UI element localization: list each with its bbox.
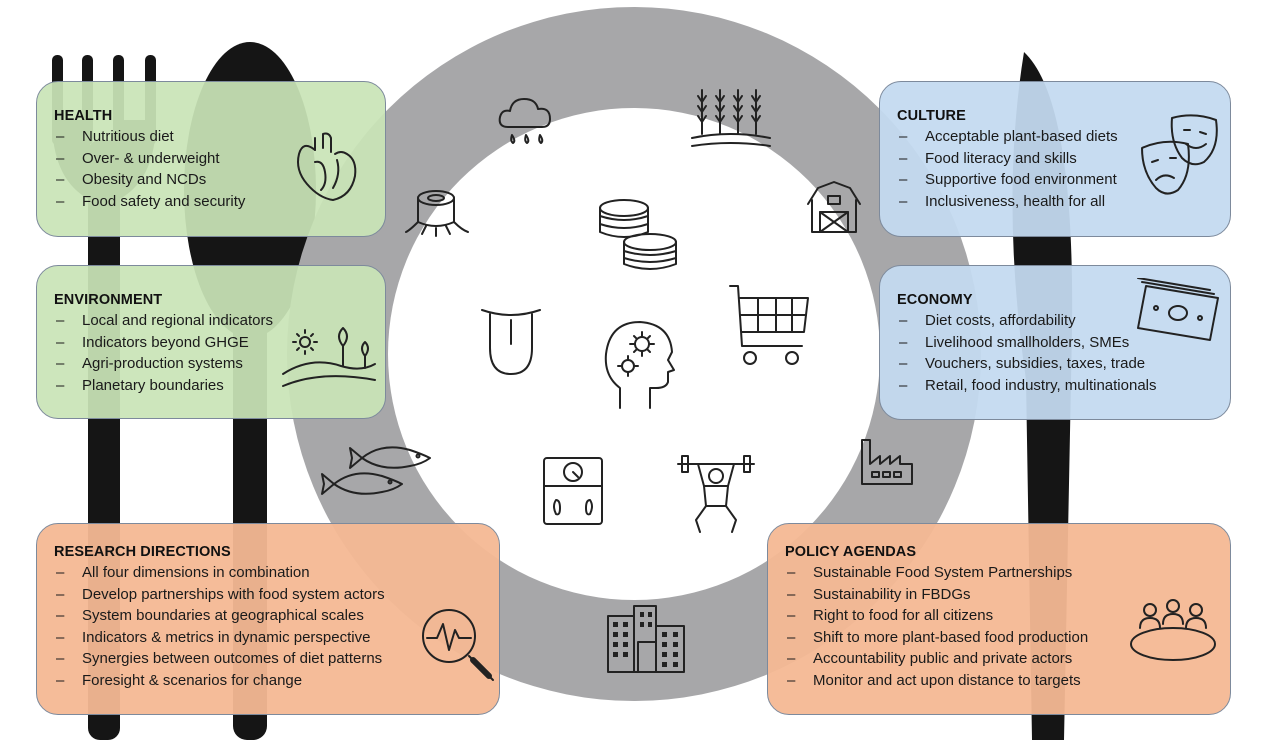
list-item: Accountability public and private actors [785, 648, 1212, 670]
list-item: Agri-production systems [54, 353, 367, 375]
list-item: Develop partnerships with food system ac… [54, 584, 481, 606]
policy-agendas-panel: POLICY AGENDAS Sustainable Food System P… [767, 523, 1231, 715]
research-directions-panel: RESEARCH DIRECTIONS All four dimensions … [36, 523, 500, 715]
list-item: Sustainable Food System Partnerships [785, 562, 1212, 584]
culture-panel: CULTURE Acceptable plant-based diets Foo… [879, 81, 1231, 237]
environment-list: Local and regional indicators Indicators… [54, 310, 367, 396]
tongue-icon [481, 309, 541, 375]
list-item: Inclusiveness, health for all [897, 191, 1212, 213]
list-item: Livelihood smallholders, SMEs [897, 332, 1212, 354]
magnifier-chart-icon [422, 609, 494, 681]
list-item: Planetary boundaries [54, 375, 367, 397]
list-item: Food safety and security [54, 191, 367, 213]
environment-title: ENVIRONMENT [54, 292, 163, 308]
scale-icon [543, 457, 603, 525]
weightlifter-icon [677, 455, 755, 533]
banknotes-icon [1137, 278, 1219, 341]
list-item: Indicators beyond GHGE [54, 332, 367, 354]
barn-icon [807, 181, 861, 233]
list-item: Over- & underweight [54, 148, 367, 170]
policy-list: Sustainable Food System Partnerships Sus… [785, 562, 1212, 691]
landscape-icon [282, 327, 376, 387]
head-gears-icon [604, 321, 675, 409]
theater-masks-icon [1141, 114, 1218, 195]
list-item: Synergies between outcomes of diet patte… [54, 648, 481, 670]
research-title: RESEARCH DIRECTIONS [54, 544, 231, 560]
rain-cloud-icon [498, 98, 551, 144]
list-item: Obesity and NCDs [54, 169, 367, 191]
city-buildings-icon [607, 605, 685, 673]
list-item: Retail, food industry, multinationals [897, 375, 1212, 397]
list-item: Monitor and act upon distance to targets [785, 670, 1212, 692]
list-item: Right to food for all citizens [785, 605, 1212, 627]
list-item: System boundaries at geographical scales [54, 605, 481, 627]
environment-panel: ENVIRONMENT Local and regional indicator… [36, 265, 386, 419]
list-item: All four dimensions in combination [54, 562, 481, 584]
health-panel: HEALTH Nutritious diet Over- & underweig… [36, 81, 386, 237]
list-item: Nutritious diet [54, 126, 367, 148]
meeting-table-icon [1130, 599, 1216, 661]
list-item: Local and regional indicators [54, 310, 367, 332]
list-item: Supportive food environment [897, 169, 1212, 191]
research-list: All four dimensions in combination Devel… [54, 562, 481, 691]
list-item: Sustainability in FBDGs [785, 584, 1212, 606]
list-item: Vouchers, subsidies, taxes, trade [897, 353, 1212, 375]
inner-circle [388, 108, 880, 600]
list-item: Food literacy and skills [897, 148, 1212, 170]
economy-list: Diet costs, affordability Livelihood sma… [897, 310, 1212, 396]
factory-icon [861, 439, 913, 485]
shopping-cart-icon [729, 285, 809, 365]
fish-icon [321, 446, 431, 495]
policy-title: POLICY AGENDAS [785, 544, 917, 560]
economy-title: ECONOMY [897, 292, 973, 308]
list-item: Diet costs, affordability [897, 310, 1212, 332]
list-item: Indicators & metrics in dynamic perspect… [54, 627, 481, 649]
health-list: Nutritious diet Over- & underweight Obes… [54, 126, 367, 212]
culture-list: Acceptable plant-based diets Food litera… [897, 126, 1212, 212]
culture-title: CULTURE [897, 108, 966, 124]
list-item: Shift to more plant-based food productio… [785, 627, 1212, 649]
heart-icon [297, 132, 357, 201]
wheat-icon [691, 89, 771, 147]
tree-stump-icon [405, 190, 469, 237]
economy-panel: ECONOMY Diet costs, affordability Liveli… [879, 265, 1231, 420]
health-title: HEALTH [54, 108, 113, 124]
list-item: Foresight & scenarios for change [54, 670, 481, 692]
coins-icon [599, 199, 677, 270]
list-item: Acceptable plant-based diets [897, 126, 1212, 148]
